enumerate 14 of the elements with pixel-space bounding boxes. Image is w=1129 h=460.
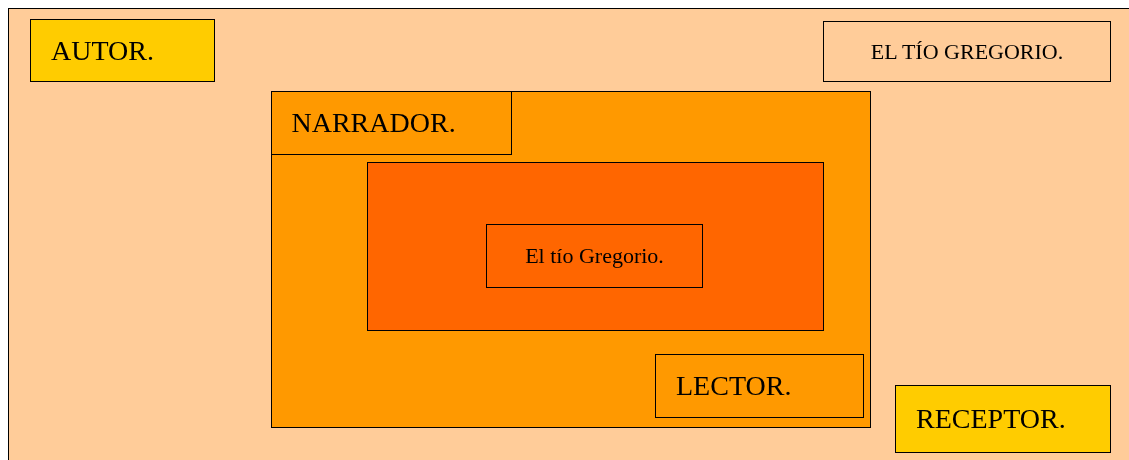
text-box [823,21,1111,82]
box-label: RECEPTOR. [916,403,1066,435]
text-box [270,90,512,155]
text-box [655,354,864,418]
text-box [895,385,1111,453]
box-label: NARRADOR. [291,106,456,139]
panel [367,162,824,331]
text-box [30,19,215,82]
box-label: El tío Gregorio. [525,243,664,269]
panel [271,91,871,428]
text-box [486,224,703,288]
box-label: LECTOR. [676,370,792,402]
box-label: EL TÍO GREGORIO. [870,38,1064,65]
box-label: AUTOR. [51,34,154,67]
